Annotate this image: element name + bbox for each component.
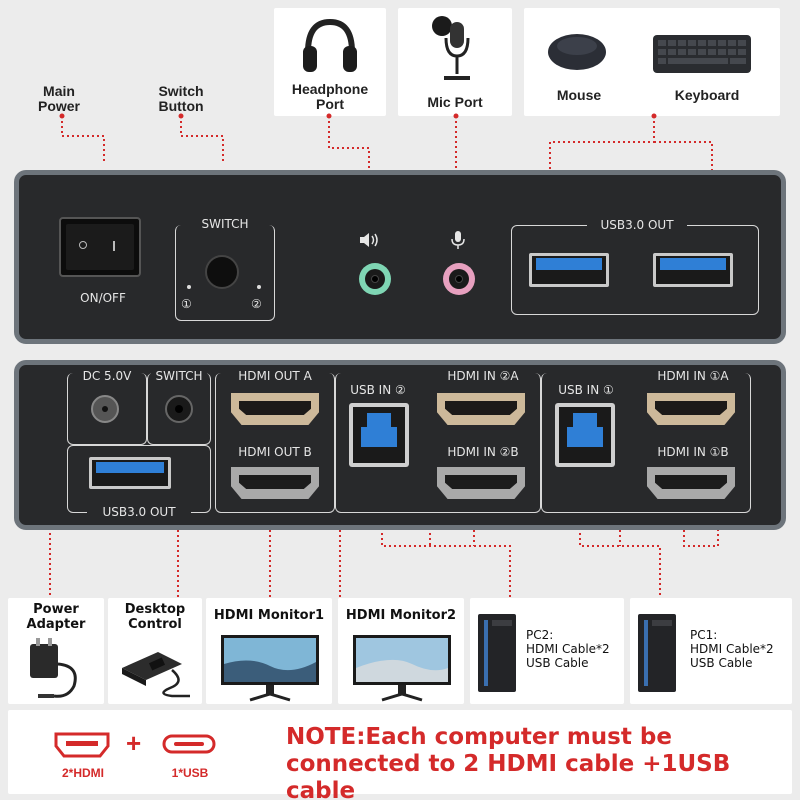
led-1 (187, 285, 191, 289)
hdmi-monitor1-label: HDMI Monitor1 (213, 608, 325, 623)
usb-out-label: USB3.0 OUT (587, 218, 687, 232)
mic-jack[interactable] (443, 263, 475, 295)
front-panel: ON/OFF SWITCH ① ② USB3.0 OUT (14, 170, 786, 344)
pc2-group (335, 373, 541, 513)
mic-card: Mic Port (398, 8, 512, 116)
usb-b-port-2[interactable] (349, 403, 409, 467)
usb-b-port-1[interactable] (555, 403, 615, 467)
hdmi-in-1a-label: HDMI IN ①A (647, 369, 739, 383)
hdmi-out-a-port[interactable] (231, 393, 319, 425)
mouse-keyboard-card: Mouse Keyboard (524, 8, 780, 116)
hdmi-cable-icon (54, 732, 110, 758)
hdmi-in-1b-port[interactable] (647, 467, 735, 499)
hdmi-count-label: 2*HDMI (61, 766, 104, 780)
desktop-control-card: Desktop Control (108, 598, 202, 704)
main-power-label: Main Power (37, 83, 80, 114)
headphone-card: Headphone Port (274, 8, 386, 116)
headphone-port-label: Headphone Port (291, 81, 369, 112)
hdmi-out-b-port[interactable] (231, 467, 319, 499)
dc-group (67, 373, 147, 445)
pc1-card: PC1: HDMI Cable*2 USB Cable (630, 598, 792, 704)
led-2-label: ② (251, 297, 262, 311)
switch-group (175, 225, 275, 321)
usb-in-1-label: USB IN ① (558, 383, 614, 397)
led-1-label: ① (181, 297, 192, 311)
keyboard-label: Keyboard (674, 87, 740, 103)
pc2-card: PC2: HDMI Cable*2 USB Cable (470, 598, 624, 704)
led-2 (257, 285, 261, 289)
usb-port-rear[interactable] (89, 457, 171, 489)
pc-tower-icon (478, 614, 516, 692)
power-adapter-label: Power Adapter (26, 602, 86, 632)
mouse-icon (548, 34, 606, 70)
headphone-jack[interactable] (359, 263, 391, 295)
hdmi-in-2b-label: HDMI IN ②B (447, 445, 519, 459)
keyboard-icon (653, 35, 751, 73)
microphone-small-icon (451, 231, 465, 249)
microphone-icon (432, 16, 470, 80)
note-card: 2*HDMI + 1*USB NOTE:Each computer must b… (8, 710, 792, 800)
mouse-label: Mouse (556, 87, 602, 103)
rear-usb-out-label: USB3.0 OUT (87, 505, 191, 519)
hdmi-in-2b-port[interactable] (437, 467, 525, 499)
hdmi-in-1b-label: HDMI IN ①B (657, 445, 729, 459)
power-adapter-card: Power Adapter (8, 598, 104, 704)
pc-tower-icon (638, 614, 676, 692)
plus-sign: + (126, 728, 142, 758)
monitor1-icon (221, 635, 319, 702)
desktop-control-icon (122, 652, 190, 698)
usb-in-2-label: USB IN ② (350, 383, 406, 397)
rear-switch-label: SWITCH (151, 369, 207, 383)
usb-port-front-2[interactable] (653, 253, 733, 287)
monitor2-icon (353, 635, 451, 702)
on-off-label: ON/OFF (80, 291, 126, 305)
note-text: NOTE:Each computer must be connected to … (286, 724, 731, 800)
desktop-control-jack[interactable] (165, 395, 193, 423)
hdmi-out-b-label: HDMI OUT B (238, 445, 312, 459)
usb-c-cable-icon (162, 734, 216, 754)
hdmi-in-2a-port[interactable] (437, 393, 525, 425)
mic-port-label: Mic Port (427, 94, 483, 110)
dc-jack[interactable] (91, 395, 119, 423)
power-switch[interactable] (59, 217, 141, 277)
switch-button[interactable] (205, 255, 239, 289)
hdmi-in-1a-port[interactable] (647, 393, 735, 425)
rear-panel: DC 5.0V SWITCH USB3.0 OUT HDMI OUT A HDM… (14, 360, 786, 530)
headphone-icon (303, 18, 357, 72)
hdmi-monitor2-card: HDMI Monitor2 (338, 598, 464, 704)
switch-button-label: Switch Button (158, 83, 204, 114)
hdmi-out-a-label: HDMI OUT A (225, 369, 325, 383)
rear-switch-group (147, 373, 211, 445)
hdmi-monitor2-label: HDMI Monitor2 (345, 608, 457, 623)
pc1-label: PC1: HDMI Cable*2 USB Cable (690, 628, 774, 670)
hdmi-out-group (215, 373, 335, 513)
switch-label: SWITCH (195, 217, 255, 231)
dc-label: DC 5.0V (75, 369, 139, 383)
pc2-label: PC2: HDMI Cable*2 USB Cable (526, 628, 610, 670)
power-adapter-icon (30, 638, 77, 698)
desktop-control-label: Desktop Control (124, 602, 186, 632)
usb-count-label: 1*USB (171, 766, 209, 780)
hdmi-in-2a-label: HDMI IN ②A (437, 369, 529, 383)
speaker-icon (360, 233, 378, 247)
hdmi-monitor1-card: HDMI Monitor1 (206, 598, 332, 704)
usb-port-front-1[interactable] (529, 253, 609, 287)
pc1-group (541, 373, 751, 513)
